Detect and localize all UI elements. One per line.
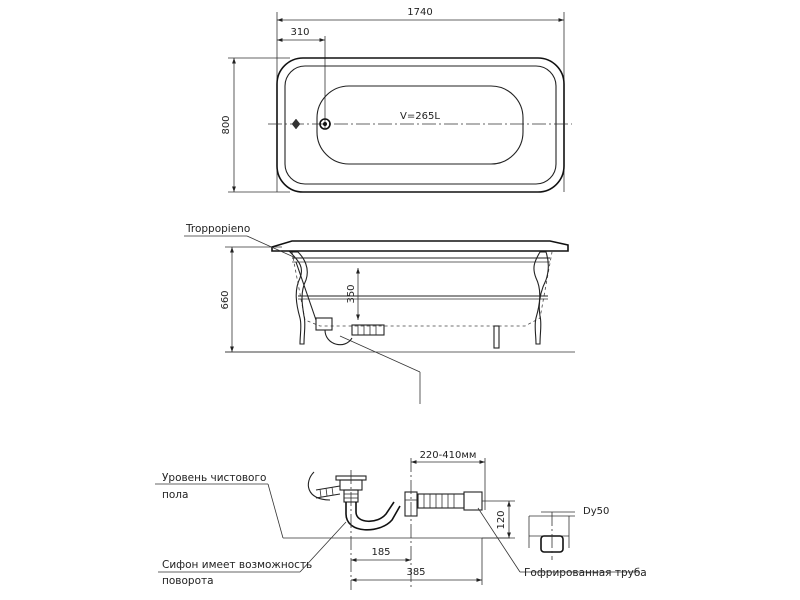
- right-leg: [533, 251, 549, 345]
- side-view: 660 350 Troppopieno: [184, 223, 575, 404]
- dim-label-length: 1740: [407, 7, 432, 18]
- tub-side-rim: [271, 240, 569, 252]
- floor-level-label-2: пола: [162, 489, 188, 501]
- drain-icon: [319, 118, 331, 130]
- dim-label-range: 220-410мм: [420, 450, 477, 461]
- corrugated-pipe: [417, 493, 465, 509]
- dim-label-offset: 310: [290, 27, 309, 38]
- dim-label-width: 800: [221, 115, 232, 134]
- dn-label: Dy50: [583, 506, 609, 517]
- tub-body-hidden: [291, 251, 553, 327]
- dim-label-height: 660: [220, 290, 231, 309]
- tub-outer-rim: [276, 57, 565, 193]
- siphon-label-1: Сифон имеет возможность: [162, 559, 312, 571]
- volume-label: V=265L: [400, 111, 440, 122]
- siphon-trap: [345, 502, 401, 531]
- siphon-label-2: поворота: [162, 575, 214, 587]
- top-view: 1740 310 800 V=265L: [221, 7, 572, 193]
- dim-label-120: 120: [496, 510, 507, 529]
- overflow-label: Troppopieno: [185, 223, 250, 235]
- dim-label-385: 385: [406, 567, 425, 578]
- left-leg: [288, 251, 308, 345]
- pipe-label: Гофрированная труба: [524, 567, 647, 579]
- middle-support: [493, 325, 500, 349]
- corrugated-pipe-side: [351, 324, 385, 336]
- overflow-pipe: [295, 261, 317, 321]
- dim-label-185: 185: [371, 547, 390, 558]
- tub-inner-rim: [284, 65, 557, 185]
- floor-level-label-1: Уровень чистового: [162, 472, 266, 484]
- tub-basin: [316, 85, 524, 165]
- overflow-icon: [291, 118, 301, 130]
- overflow-hose: [315, 485, 341, 499]
- siphon-detail: Уровень чистового пола: [155, 450, 647, 590]
- dim-label-drain-height: 350: [346, 284, 357, 303]
